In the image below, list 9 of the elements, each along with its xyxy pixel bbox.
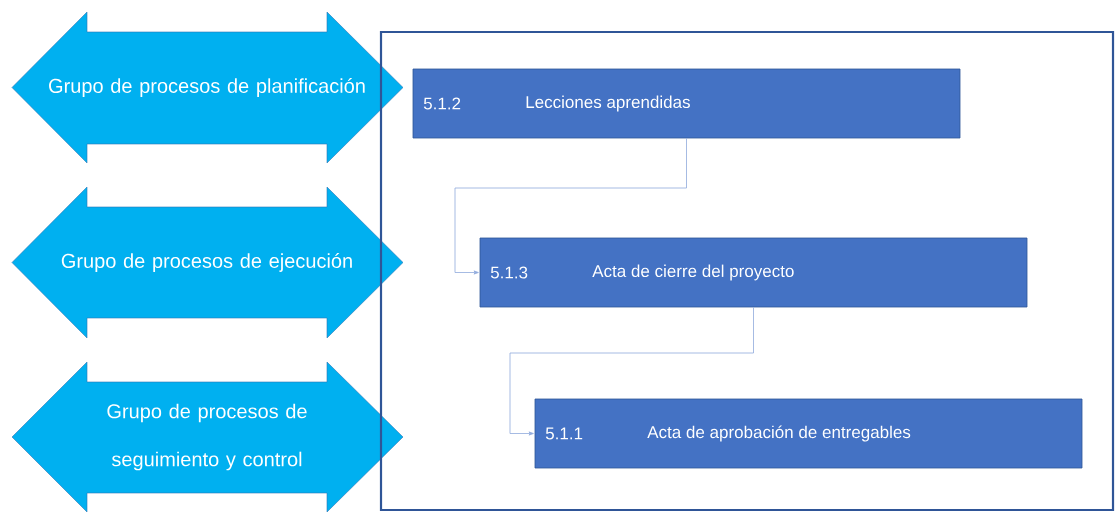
elbow-arrow: [509, 307, 754, 436]
frame-box: [379, 30, 1115, 512]
group-banner: Grupo de procesos de seguimiento y control: [11, 361, 404, 512]
process-box: 5.1.3 Acta de cierre del proyecto: [479, 237, 1028, 308]
group-banner: Grupo de procesos de ejecución: [11, 186, 404, 339]
elbow-arrow: [454, 138, 687, 275]
process-box: 5.1.1 Acta de aprobación de entregables: [534, 398, 1083, 469]
process-box: 5.1.2 Lecciones aprendidas: [412, 68, 961, 139]
group-banner: Grupo de procesos de planificación: [11, 11, 404, 164]
